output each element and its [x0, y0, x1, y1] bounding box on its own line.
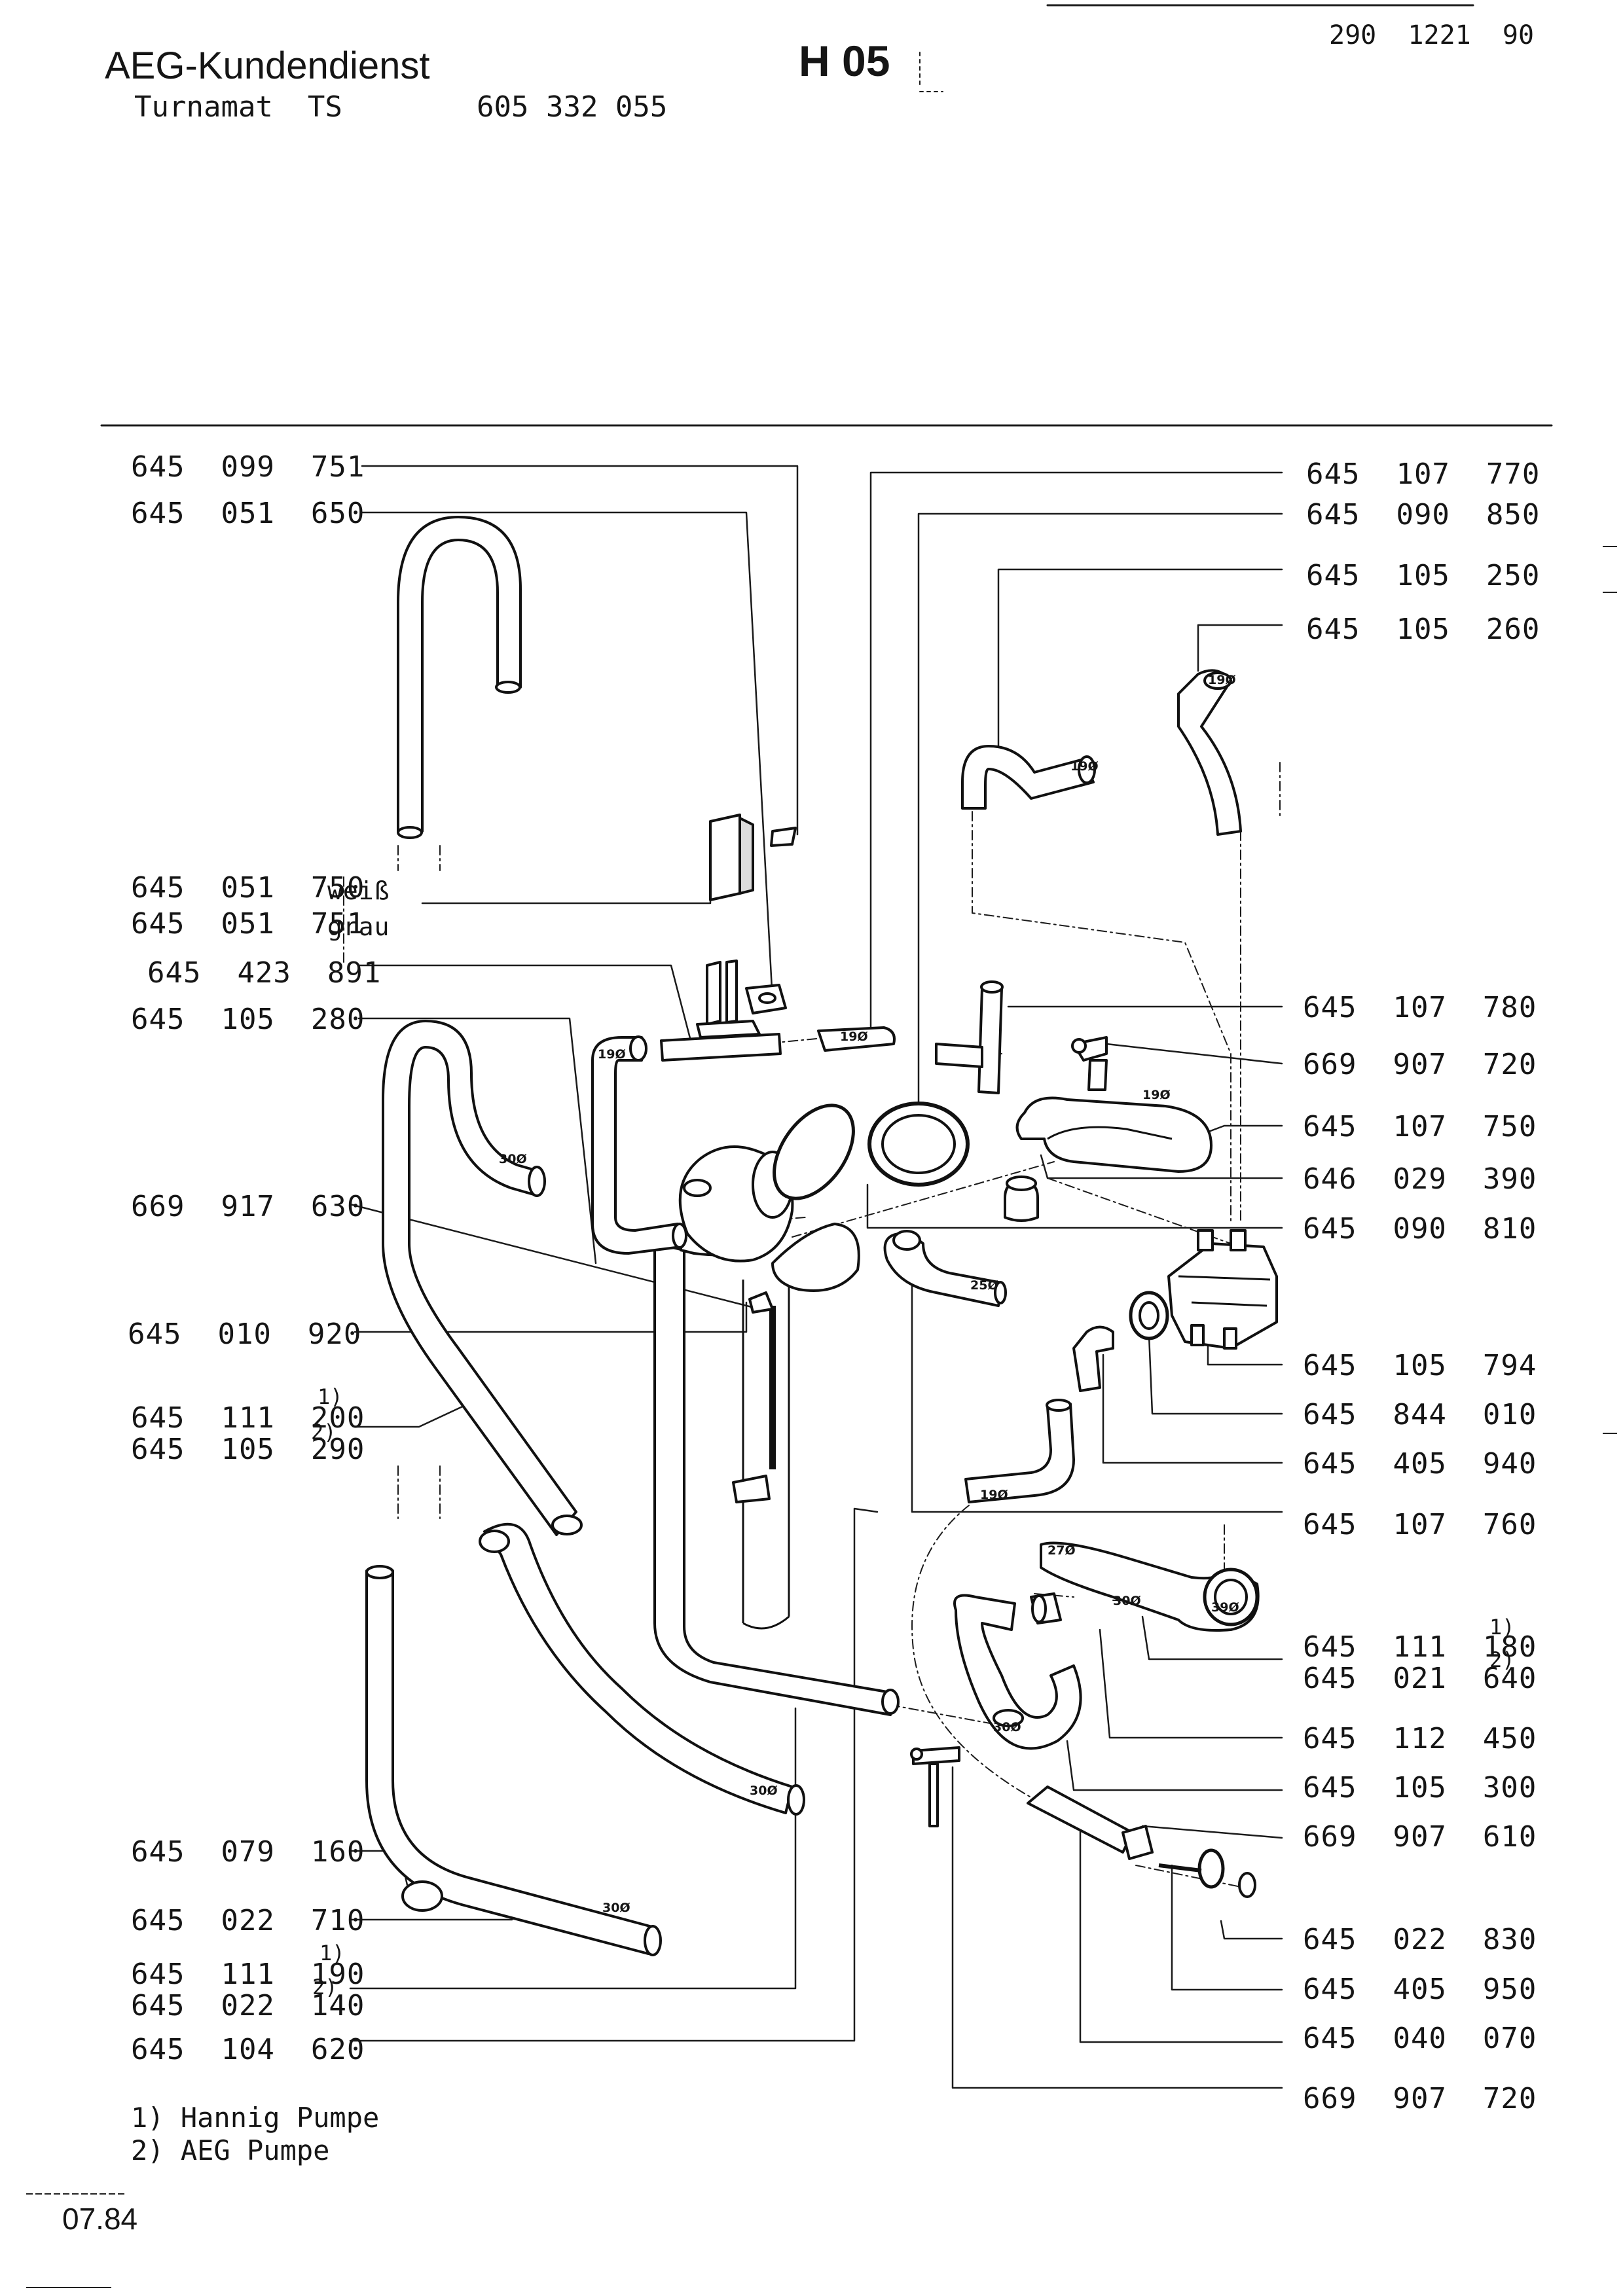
- solenoid-valve: [1167, 1242, 1278, 1350]
- part-number-label: 645 107 760: [1303, 1508, 1537, 1541]
- size-label: 19Ø: [1070, 759, 1099, 774]
- part-number-label: 645 423 891: [147, 956, 382, 990]
- footnote-1: 1) Hannig Pumpe: [131, 2102, 380, 2134]
- size-label: 19Ø: [980, 1488, 1008, 1502]
- part-number-label: 645 022 140: [131, 1989, 365, 2022]
- model-name: Turnamat TS: [134, 90, 342, 124]
- hose-bracket: [709, 814, 741, 901]
- hose-105-280: [591, 1036, 682, 1255]
- tub-ring: [773, 1103, 855, 1200]
- part-number-label: 645 022 830: [1303, 1923, 1537, 1956]
- connector-tube: [660, 1033, 782, 1062]
- size-label: 19Ø: [598, 1047, 626, 1062]
- footnote-ref: 2): [1489, 1647, 1515, 1672]
- drain-hose-lower: [365, 1570, 656, 1955]
- part-number-label: 645 090 810: [1303, 1212, 1537, 1246]
- part-number-label: 645 105 260: [1306, 613, 1541, 646]
- part-number-label: 646 029 390: [1303, 1162, 1537, 1196]
- part-number-label: 669 907 720: [1303, 2082, 1537, 2115]
- part-number-label: 669 907 610: [1303, 1820, 1537, 1854]
- part-number-label: 645 105 290: [131, 1433, 365, 1466]
- hose-111-180: [1040, 1541, 1260, 1632]
- part-number-label: 645 051 751: [131, 907, 365, 941]
- part-number-label: 645 107 770: [1306, 457, 1541, 491]
- j-hose-top: [397, 516, 522, 833]
- size-label: 27Ø: [1048, 1543, 1076, 1558]
- part-number-label: 645 051 750: [131, 871, 365, 905]
- part-number-label: 645 105 280: [131, 1003, 365, 1036]
- part-number-label: 645 099 751: [131, 450, 365, 484]
- footnote-ref: 2): [311, 1420, 337, 1444]
- part-number-label: 645 022 710: [131, 1904, 365, 1937]
- issue-date: 07.84: [62, 2202, 138, 2236]
- part-color-note: grau: [327, 912, 390, 941]
- part-number-label: 645 405 940: [1303, 1447, 1537, 1480]
- t-piece: [977, 987, 1003, 1094]
- elbow-fitting: [1072, 1325, 1114, 1392]
- part-number-label: 645 021 640: [1303, 1662, 1537, 1695]
- service-title: AEG-Kundendienst: [105, 45, 430, 87]
- part-number-label: 645 079 160: [131, 1835, 365, 1869]
- pump-hose: [483, 1522, 793, 1814]
- suds-container: [653, 1242, 892, 1716]
- size-label: 30Ø: [1113, 1594, 1141, 1608]
- size-label: 19Ø: [1208, 673, 1236, 687]
- hose-clip: [748, 1291, 774, 1314]
- size-label: 19Ø: [840, 1030, 868, 1044]
- part-number-label: 645 010 920: [128, 1318, 362, 1351]
- part-number-label: 645 090 850: [1306, 498, 1541, 531]
- part-number-label: 645 111 200: [131, 1401, 365, 1435]
- part-number-label: 645 105 250: [1306, 559, 1541, 592]
- doc-number: 290 1221 90: [1329, 20, 1535, 50]
- page-code: H 05: [799, 37, 890, 85]
- part-number-label: 645 051 650: [131, 497, 365, 530]
- part-number-label: 645 111 190: [131, 1958, 365, 1991]
- part-number-label: 669 907 720: [1303, 1048, 1537, 1081]
- size-label: 30Ø: [750, 1784, 778, 1798]
- part-number-label: 645 105 300: [1303, 1771, 1537, 1804]
- hose-107-750: [1015, 1096, 1213, 1173]
- footnote-ref: 2): [312, 1975, 338, 2000]
- size-label: 25Ø: [970, 1278, 998, 1293]
- drain-hose-upper: [382, 1020, 577, 1536]
- filter-tube-assembly: [706, 961, 721, 1026]
- hose-105-300: [953, 1594, 1082, 1750]
- size-label: 39Ø: [1211, 1600, 1239, 1615]
- model-number: 605 332 055: [477, 90, 668, 124]
- part-number-label: 645 107 780: [1303, 991, 1537, 1024]
- part-number-label: 645 844 010: [1303, 1398, 1537, 1431]
- part-number-label: 645 040 070: [1303, 2022, 1537, 2055]
- footnote-ref: 1): [318, 1384, 343, 1409]
- footnote-2: 2) AEG Pumpe: [131, 2134, 330, 2166]
- part-color-note: weiß: [327, 876, 390, 905]
- size-label: 30Ø: [993, 1720, 1021, 1734]
- part-number-label: 669 917 630: [131, 1190, 365, 1223]
- footnote-ref: 1): [319, 1941, 345, 1965]
- part-number-label: 645 105 794: [1303, 1349, 1537, 1382]
- size-label: 19Ø: [1142, 1088, 1171, 1102]
- hose-107-760: [883, 1232, 1003, 1307]
- part-number-label: 645 112 450: [1303, 1722, 1537, 1755]
- drain-nut: [1197, 1848, 1225, 1889]
- hose-105-260: [1177, 669, 1242, 836]
- size-label: 30Ø: [602, 1901, 630, 1915]
- hose-105-250: [961, 745, 1095, 810]
- part-number-label: 645 104 620: [131, 2033, 365, 2066]
- footnote-ref: 1): [1489, 1615, 1515, 1640]
- hose-inlet-lower: [964, 1403, 1075, 1503]
- part-number-label: 645 405 950: [1303, 1973, 1537, 2006]
- part-number-label: 645 111 180: [1303, 1630, 1537, 1664]
- leader-lines-right: [866, 471, 1283, 2089]
- size-label: 30Ø: [499, 1152, 527, 1166]
- part-number-label: 645 107 750: [1303, 1110, 1537, 1143]
